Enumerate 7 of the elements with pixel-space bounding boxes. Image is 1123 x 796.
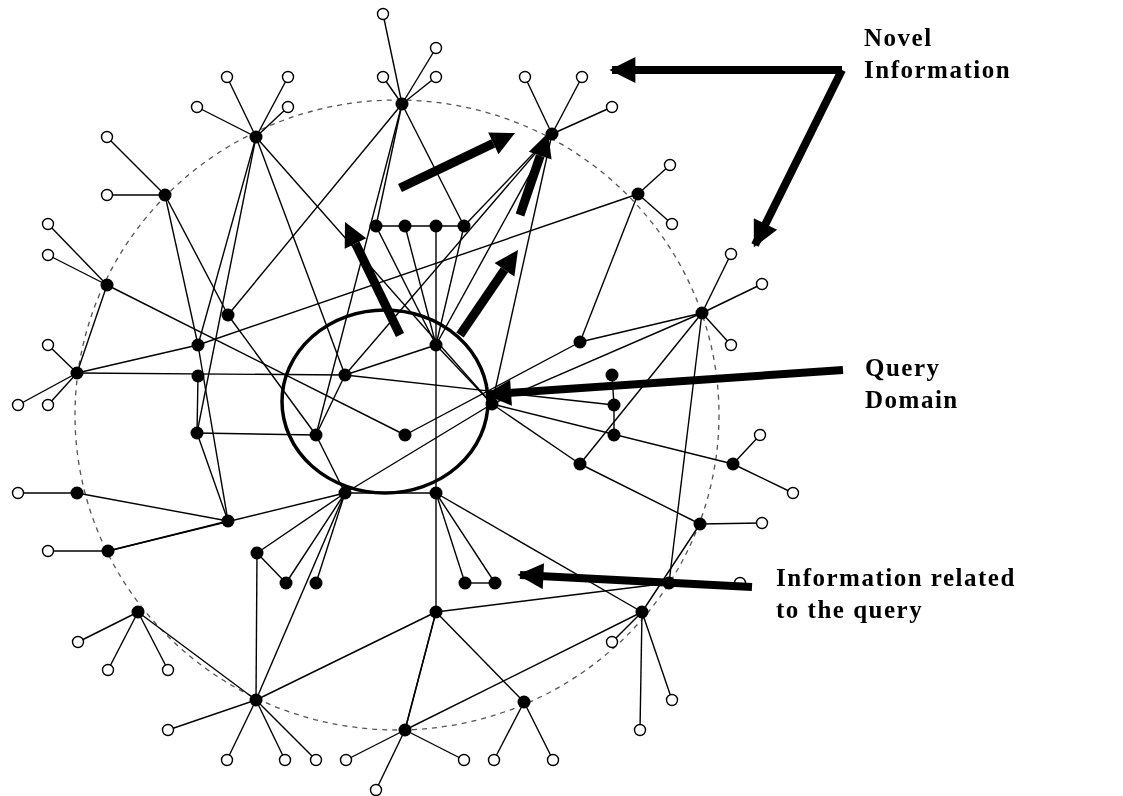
callout-label: Novel Information xyxy=(864,23,1013,85)
callout-label: Information related to the query xyxy=(776,563,1017,625)
callout-arrow xyxy=(485,366,844,406)
callout-arrow xyxy=(751,68,846,248)
callout-label: Query Domain xyxy=(865,353,960,415)
callout-arrow xyxy=(609,57,842,83)
callout-arrow xyxy=(517,563,753,591)
